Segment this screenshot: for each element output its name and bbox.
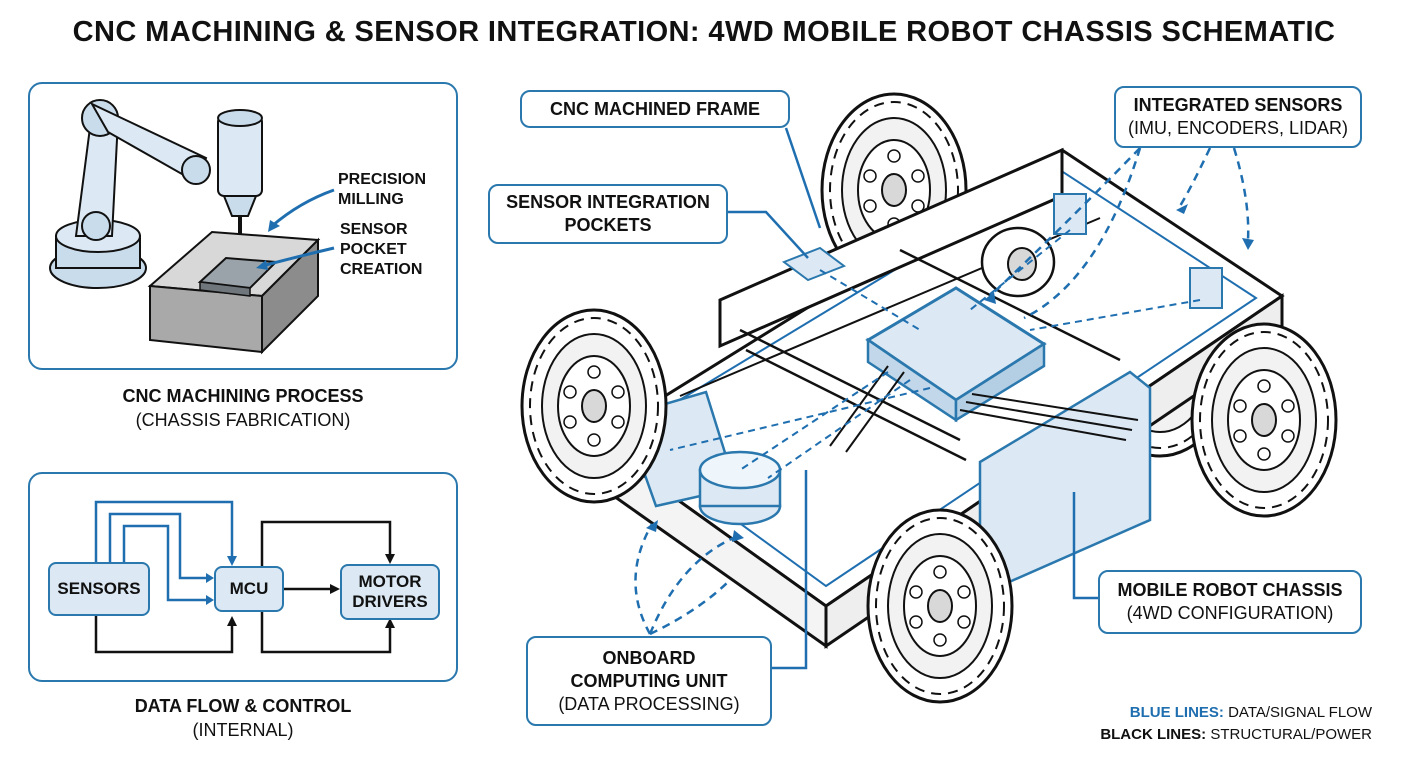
- flow-caption: DATA FLOW & CONTROL (INTERNAL): [28, 694, 458, 742]
- callout-sensors-sub: (IMU, ENCODERS, LIDAR): [1127, 118, 1349, 138]
- label-line: MILLING: [338, 191, 404, 208]
- wheel-front-left: [520, 308, 668, 504]
- encoder-sensor: [1189, 267, 1223, 309]
- callout-computing-line: COMPUTING UNIT: [570, 670, 728, 691]
- callout-pockets-line: POCKETS: [564, 215, 652, 235]
- wheel-right-rear: [1190, 322, 1338, 518]
- legend: BLUE LINES: DATA/SIGNAL FLOW BLACK LINES…: [1100, 702, 1372, 746]
- label-precision-milling: PRECISION MILLING: [338, 170, 426, 210]
- callout-chassis-sub: (4WD CONFIGURATION): [1126, 603, 1334, 623]
- flow-caption-title: DATA FLOW & CONTROL: [134, 696, 352, 716]
- diagram-title: CNC MACHINING & SENSOR INTEGRATION: 4WD …: [72, 16, 1336, 48]
- label-line: SENSOR: [340, 221, 408, 238]
- legend-black-value: STRUCTURAL/POWER: [1210, 726, 1372, 743]
- label-sensor-pocket: SENSOR POCKET CREATION: [340, 220, 422, 280]
- callout-integrated-sensors: INTEGRATED SENSORS (IMU, ENCODERS, LIDAR…: [1114, 86, 1362, 148]
- callout-computing-unit: ONBOARD COMPUTING UNIT (DATA PROCESSING): [526, 636, 772, 726]
- imu-sensor: [1053, 193, 1087, 235]
- callout-cnc-frame: CNC MACHINED FRAME: [520, 90, 790, 128]
- node-sensors: SENSORS: [48, 562, 150, 616]
- cnc-caption-title: CNC MACHINING PROCESS: [122, 386, 364, 406]
- callout-sensors-title: INTEGRATED SENSORS: [1133, 95, 1343, 115]
- cnc-caption: CNC MACHINING PROCESS (CHASSIS FABRICATI…: [28, 384, 458, 432]
- wheel-front-right: [866, 508, 1014, 704]
- legend-black: BLACK LINES: STRUCTURAL/POWER: [1100, 724, 1372, 746]
- callout-mobile-chassis: MOBILE ROBOT CHASSIS (4WD CONFIGURATION): [1098, 570, 1362, 634]
- label-line: PRECISION: [338, 171, 427, 188]
- label-line: POCKET: [340, 241, 407, 258]
- sensor-pocket-frame: [781, 246, 847, 282]
- node-mcu: MCU: [214, 566, 284, 612]
- callout-pockets-line: SENSOR INTEGRATION: [506, 192, 710, 212]
- flow-caption-sub: (INTERNAL): [192, 720, 294, 740]
- node-motor-drivers: MOTOR DRIVERS: [340, 564, 440, 620]
- callout-computing-sub: (DATA PROCESSING): [558, 693, 740, 714]
- callout-frame-text: CNC MACHINED FRAME: [550, 98, 760, 119]
- legend-blue-value: DATA/SIGNAL FLOW: [1228, 704, 1372, 721]
- legend-black-key: BLACK LINES:: [1100, 726, 1207, 743]
- label-line: CREATION: [340, 261, 423, 278]
- legend-blue: BLUE LINES: DATA/SIGNAL FLOW: [1100, 702, 1372, 724]
- callout-chassis-title: MOBILE ROBOT CHASSIS: [1117, 580, 1343, 600]
- node-line: DRIVERS: [352, 592, 428, 611]
- node-line: MOTOR: [358, 572, 422, 591]
- cnc-caption-sub: (CHASSIS FABRICATION): [135, 410, 351, 430]
- legend-blue-key: BLUE LINES:: [1129, 704, 1224, 721]
- callout-computing-line: ONBOARD: [602, 647, 696, 668]
- callout-sensor-pockets: SENSOR INTEGRATION POCKETS: [488, 184, 728, 244]
